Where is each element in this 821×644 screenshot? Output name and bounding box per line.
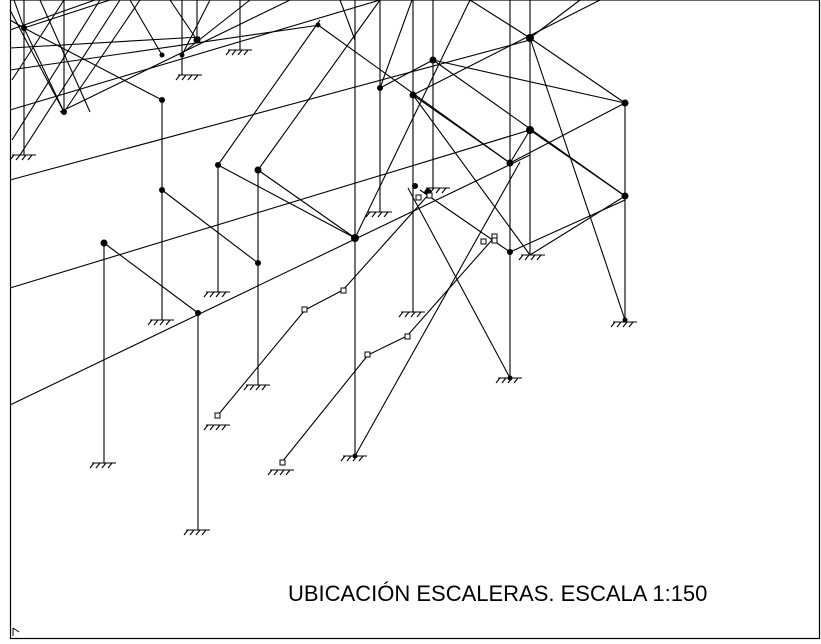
stair-nodes [214, 192, 498, 466]
drawing-caption: UBICACIÓN ESCALERAS. ESCALA 1:150 [288, 581, 707, 606]
structure-members [9, 0, 626, 530]
drawing-frame [9, 0, 821, 640]
joints [21, 22, 629, 459]
fixed-supports [9, 49, 637, 536]
corner-mark [12, 627, 20, 636]
